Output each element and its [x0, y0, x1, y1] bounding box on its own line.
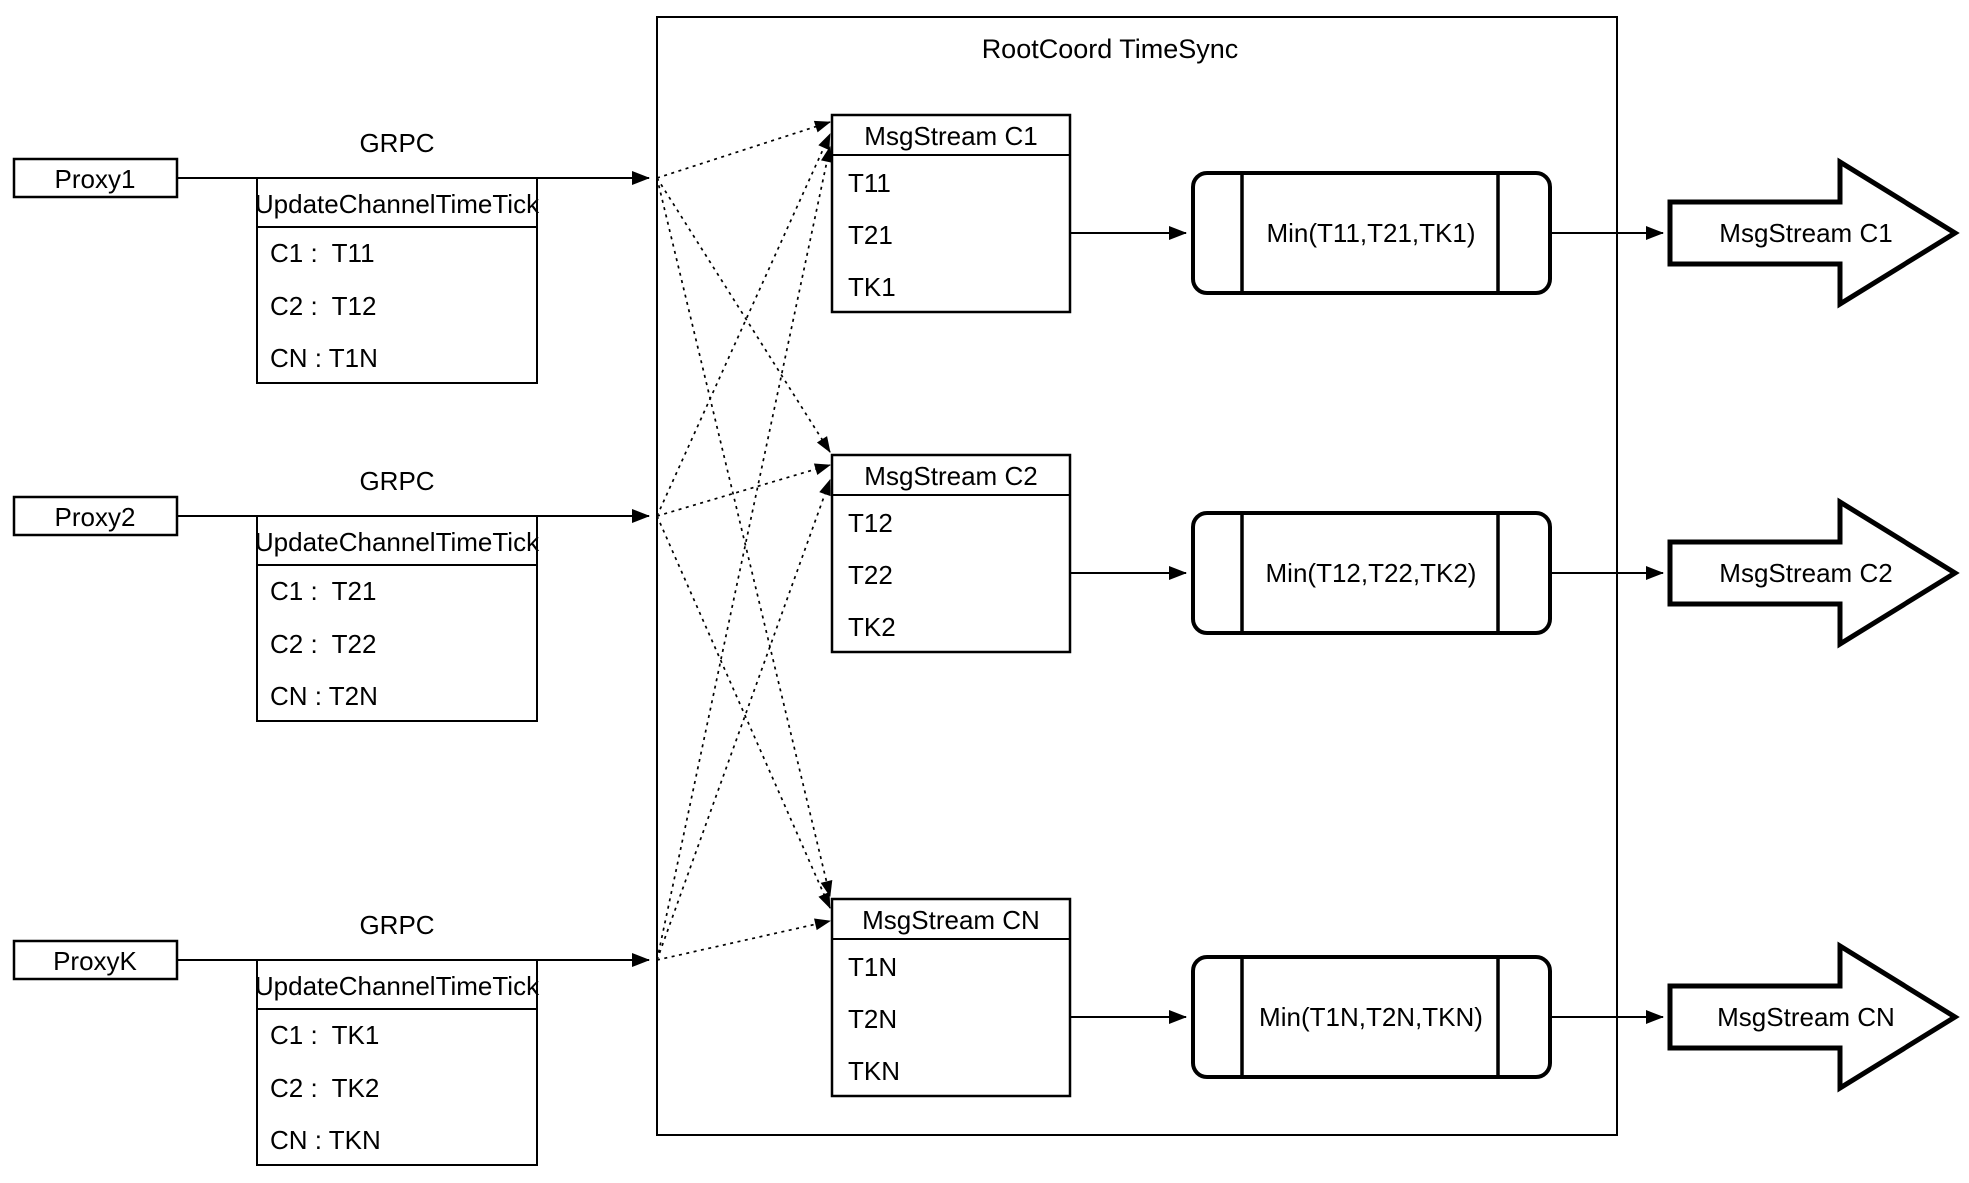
proxyk-grpc-label: GRPC	[359, 910, 434, 940]
proxy1-timetick-table	[256, 177, 538, 384]
proxyk-row-c2: C2 : TK2	[270, 1073, 379, 1103]
fanout-connectors	[656, 120, 833, 961]
fanout-p1-c1	[656, 120, 831, 179]
msgstream-c1-table	[830, 113, 1072, 314]
proxy2-group: Proxy2 GRPC UpdateChannelTimeTick C1 : T…	[12, 466, 650, 722]
proxy1-box	[12, 157, 179, 199]
proxy1-label: Proxy1	[55, 164, 136, 194]
proxyk-table-header: UpdateChannelTimeTick	[255, 971, 540, 1001]
msgstream-c2-header: MsgStream C2	[864, 461, 1037, 491]
proxy1-row-cn: CN : T1N	[270, 343, 378, 373]
proxy2-label: Proxy2	[55, 502, 136, 532]
msgstream-c1-header: MsgStream C1	[864, 121, 1037, 151]
proxy1-row-c2: C2 : T12	[270, 291, 376, 321]
fanout-p2-c2	[656, 463, 831, 517]
rootcoord-title: RootCoord TimeSync	[982, 34, 1239, 64]
msgstream-c1-tick-2: T21	[848, 220, 893, 250]
proxy1-grpc-label: GRPC	[359, 128, 434, 158]
output-arrow-c2	[1667, 497, 1960, 649]
msgstream-cn-header: MsgStream CN	[862, 905, 1040, 935]
msgstream-cn-tick-3: TKN	[848, 1056, 900, 1086]
msgstream-cn-table	[830, 897, 1072, 1098]
proxy1-table-header: UpdateChannelTimeTick	[255, 189, 540, 219]
proxy2-row-c2: C2 : T22	[270, 629, 376, 659]
min-cn-label: Min(T1N,T2N,TKN)	[1259, 1002, 1483, 1032]
msgstream-c2-table	[830, 453, 1072, 654]
proxyk-row-cn: CN : TKN	[270, 1125, 381, 1155]
msgstream-cn-tick-2: T2N	[848, 1004, 897, 1034]
proxyk-timetick-table	[256, 959, 538, 1166]
proxyk-row-c1: C1 : TK1	[270, 1020, 379, 1050]
proxyk-label: ProxyK	[53, 946, 137, 976]
msgstream-c1-tick-1: T11	[848, 168, 891, 198]
proxy2-row-cn: CN : T2N	[270, 681, 378, 711]
fanout-p2-cn	[656, 515, 831, 909]
stream-c1-group: MsgStream C1 T11 T21 TK1 Min(T11,T21,TK1…	[830, 113, 1960, 314]
output-arrow-cn-label: MsgStream CN	[1717, 1002, 1895, 1032]
msgstream-cn-tick-1: T1N	[848, 952, 897, 982]
msgstream-c2-tick-1: T12	[848, 508, 893, 538]
proxy2-row-c1: C1 : T21	[270, 576, 376, 606]
output-arrow-c2-label: MsgStream C2	[1719, 558, 1892, 588]
rootcoord-container	[656, 16, 1618, 1136]
proxy2-table-header: UpdateChannelTimeTick	[255, 527, 540, 557]
proxyk-group: ProxyK GRPC UpdateChannelTimeTick C1 : T…	[12, 910, 650, 1166]
fanout-pk-c2	[656, 479, 831, 961]
proxy2-timetick-table	[256, 515, 538, 722]
msgstream-c2-tick-3: TK2	[848, 612, 896, 642]
output-arrow-cn	[1667, 941, 1960, 1093]
stream-cn-group: MsgStream CN T1N T2N TKN Min(T1N,T2N,TKN…	[830, 897, 1960, 1098]
proxy2-grpc-label: GRPC	[359, 466, 434, 496]
fanout-pk-c1	[656, 146, 833, 961]
output-arrow-c1-label: MsgStream C1	[1719, 218, 1892, 248]
min-c1-label: Min(T11,T21,TK1)	[1266, 218, 1475, 248]
stream-c2-group: MsgStream C2 T12 T22 TK2 Min(T12,T22,TK2…	[830, 453, 1960, 654]
fanout-pk-cn	[656, 918, 831, 961]
msgstream-c2-tick-2: T22	[848, 560, 893, 590]
proxyk-box	[12, 939, 179, 981]
msgstream-c1-tick-3: TK1	[848, 272, 896, 302]
proxy1-row-c1: C1 : T11	[270, 238, 375, 268]
proxy2-box	[12, 495, 179, 537]
fanout-p1-cn	[656, 177, 833, 897]
min-c2-label: Min(T12,T22,TK2)	[1266, 558, 1477, 588]
output-arrow-c1	[1667, 157, 1960, 309]
fanout-p1-c2	[656, 177, 831, 453]
fanout-p2-c1	[656, 133, 831, 517]
proxy1-group: Proxy1 GRPC UpdateChannelTimeTick C1 : T…	[12, 128, 650, 384]
